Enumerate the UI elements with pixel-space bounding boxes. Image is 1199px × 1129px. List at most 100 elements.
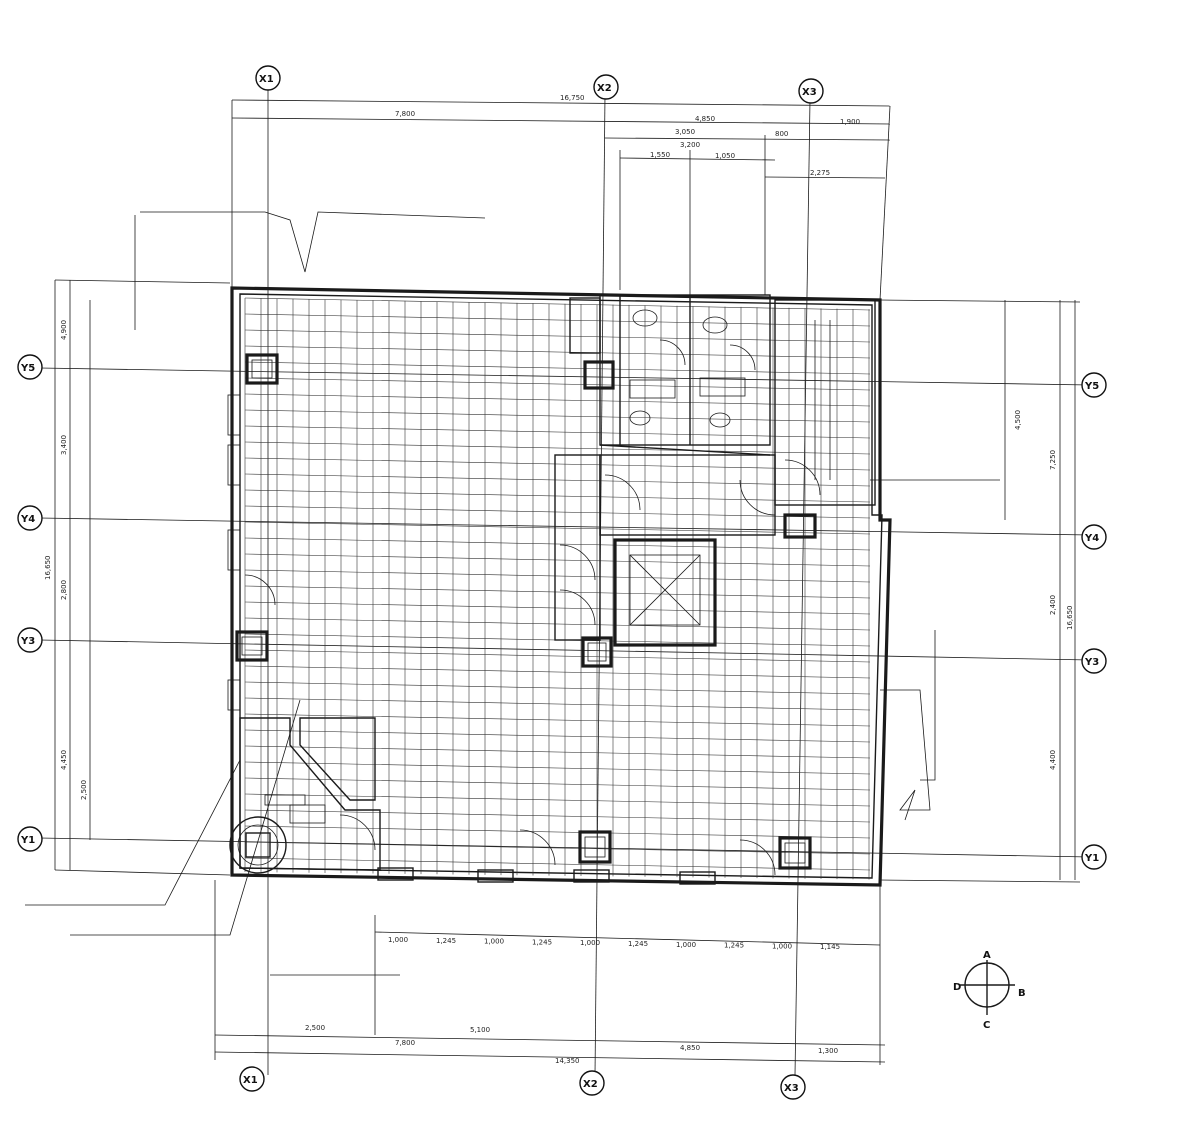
grid-line	[244, 425, 871, 439]
grid-line	[244, 585, 871, 599]
grid-line	[244, 553, 871, 567]
grid-line	[244, 473, 871, 487]
grid-line	[244, 377, 871, 391]
grid-line	[244, 857, 871, 871]
window-dimension-label: 1,245	[724, 942, 744, 950]
grid-line	[244, 777, 871, 791]
leader-lines	[25, 211, 1000, 976]
grid-line	[244, 713, 871, 727]
axis-bubble-x3-bottom: X3	[780, 1074, 806, 1100]
window-dimension-label: 1,245	[436, 937, 456, 945]
right-dimension-lines	[879, 299, 1081, 883]
grid-line	[244, 393, 871, 407]
window-dimension-label: 1,000	[484, 938, 504, 946]
axis-bubble-y3-left: Y3	[17, 627, 43, 653]
axis-label-x1-top: X1	[259, 74, 274, 85]
compass-c: C	[983, 1020, 990, 1031]
grid-line	[244, 729, 871, 743]
dim-bottom-right: 1,300	[818, 1047, 838, 1055]
dim-top-sub6: 3,200	[680, 141, 700, 149]
window-dimension-label: 1,245	[628, 940, 648, 948]
dim-left-a: 4,900	[60, 320, 68, 340]
dim-bottom-total: 14,350	[555, 1057, 580, 1065]
window-sills	[377, 867, 716, 885]
dimension-labels: 16,750 7,800 4,850 1,900 3,050 800 3,200…	[44, 94, 1074, 1065]
axis-bubble-x3-top: X3	[798, 78, 824, 104]
dim-left-e: 2,500	[80, 780, 88, 800]
dim-right-b: 7,250	[1049, 450, 1057, 470]
compass-b: B	[1018, 988, 1026, 999]
dim-right-total: 16,650	[1066, 606, 1074, 631]
dim-top-sub2: 800	[775, 130, 788, 138]
axis-bubble-x2-bottom: X2	[579, 1070, 605, 1096]
dim-right-a: 4,500	[1014, 410, 1022, 430]
grid-line	[244, 297, 871, 311]
grid-line	[244, 521, 871, 535]
window-dimension-label: 1,000	[676, 941, 696, 949]
dim-top-x2x3: 4,850	[695, 115, 715, 123]
grid-line	[244, 457, 871, 471]
compass-a: A	[983, 950, 991, 961]
window-dimension-label: 1,245	[532, 938, 552, 946]
axis-bubble-x1-top: X1	[255, 65, 281, 91]
window-dimension-label: 1,000	[580, 939, 600, 947]
axis-label-y1-right: Y1	[1084, 853, 1099, 864]
axis-label-x2-bottom: X2	[583, 1079, 598, 1090]
grid-line	[244, 745, 871, 759]
axis-label-y5-left: Y5	[20, 363, 35, 374]
window-dimension-label: 1,000	[772, 942, 792, 950]
grid-line	[244, 841, 871, 855]
dim-bottom-b: 5,100	[470, 1026, 490, 1034]
dim-bottom-a: 2,500	[305, 1024, 325, 1032]
grid-line	[244, 569, 871, 583]
axis-label-x3-bottom: X3	[784, 1083, 799, 1094]
dim-top-total: 16,750	[560, 94, 585, 102]
dim-left-d: 4,450	[60, 750, 68, 770]
core-walls	[554, 294, 876, 647]
axis-label-y4-right: Y4	[1084, 533, 1099, 544]
axis-bubble-x1-bottom: X1	[239, 1066, 265, 1092]
axis-bubble-y5-left: Y5	[17, 354, 43, 380]
grid-line	[244, 825, 871, 839]
grid-line	[244, 505, 871, 519]
grid-line	[244, 649, 871, 663]
grid-line	[244, 489, 871, 503]
axis-bubble-y4-right: Y4	[1081, 524, 1107, 550]
columns	[235, 353, 817, 870]
axis-label-x2-top: X2	[597, 83, 612, 94]
grid-line	[244, 313, 871, 327]
compass-d: D	[953, 982, 961, 993]
axis-label-y5-right: Y5	[1084, 381, 1099, 392]
left-dimension-lines	[54, 215, 231, 876]
main-hall-grid	[244, 297, 871, 880]
dim-left-c: 2,800	[60, 580, 68, 600]
dim-bottom-x2x3: 4,850	[680, 1044, 700, 1052]
dim-top-sub5: 2,275	[810, 169, 830, 177]
top-dimension-lines	[231, 99, 891, 301]
window-dimension-label: 1,000	[388, 936, 408, 944]
grid-line	[244, 809, 871, 823]
left-wall-openings	[227, 394, 241, 711]
window-dimension-label: 1,145	[820, 943, 840, 951]
dim-left-b: 3,400	[60, 435, 68, 455]
stair-room	[229, 717, 381, 874]
axis-label-y3-left: Y3	[20, 636, 35, 647]
dim-bottom-x1x2: 7,800	[395, 1039, 415, 1047]
door-swings	[244, 459, 821, 876]
grid-line	[244, 441, 871, 455]
compass: A B C D	[953, 950, 1026, 1031]
dim-top-sub3: 1,550	[650, 151, 670, 159]
axis-bubble-y1-left: Y1	[17, 826, 43, 852]
grid-line	[244, 761, 871, 775]
grid-line	[244, 537, 871, 551]
grid-line	[244, 793, 871, 807]
axis-label-x3-top: X3	[802, 87, 817, 98]
dim-right-c: 2,400	[1049, 595, 1057, 615]
grid-line	[244, 329, 871, 343]
grid-line	[244, 617, 871, 631]
axis-bubble-y4-left: Y4	[17, 505, 43, 531]
dim-left-total: 16,650	[44, 556, 52, 581]
axis-bubble-x2-top: X2	[593, 74, 619, 100]
toilet-fixtures	[629, 309, 756, 428]
